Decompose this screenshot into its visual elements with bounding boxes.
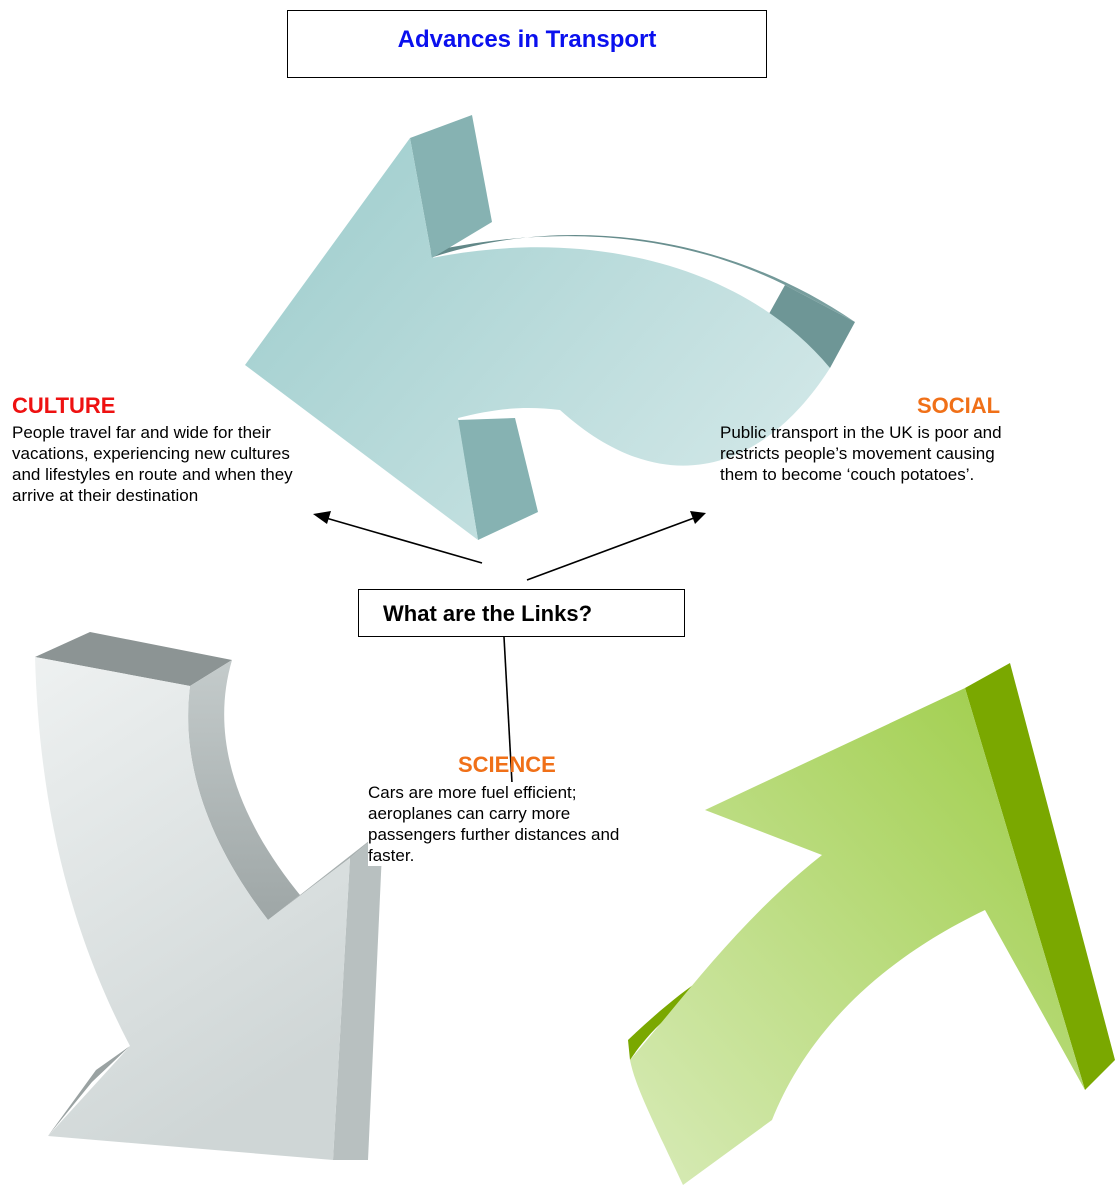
arrowhead-culture-icon bbox=[313, 511, 331, 524]
culture-text: People travel far and wide for their vac… bbox=[12, 423, 293, 505]
title-box: Advances in Transport bbox=[287, 10, 767, 78]
gray-arrow-head-side bbox=[333, 830, 383, 1160]
gray-arrow-face bbox=[35, 657, 350, 1160]
teal-arrow-tail-end bbox=[760, 285, 855, 368]
culture-heading: CULTURE bbox=[12, 393, 116, 418]
gray-curved-arrow bbox=[35, 632, 383, 1160]
teal-curved-arrow bbox=[245, 115, 855, 540]
teal-arrow-head-lower-side bbox=[458, 418, 538, 540]
green-curved-arrow bbox=[628, 663, 1115, 1185]
arrowhead-social-icon bbox=[690, 511, 706, 524]
teal-arrow-head-side bbox=[410, 115, 492, 258]
links-question-box: What are the Links? bbox=[358, 589, 685, 637]
connector-to-social bbox=[526, 517, 695, 581]
teal-arrow-face bbox=[245, 138, 830, 540]
connector-to-culture bbox=[325, 517, 483, 564]
links-question: What are the Links? bbox=[383, 601, 593, 626]
green-arrow-head-side bbox=[965, 663, 1115, 1090]
gray-arrow-inner-side bbox=[188, 660, 300, 920]
diagram-title: Advances in Transport bbox=[397, 26, 657, 53]
social-text: Public transport in the UK is poor and r… bbox=[720, 423, 1002, 484]
social-heading: SOCIAL bbox=[917, 393, 1001, 418]
science-heading: SCIENCE bbox=[458, 752, 556, 777]
green-arrow-face bbox=[630, 688, 1085, 1185]
gray-arrow-tail-top bbox=[35, 632, 232, 686]
science-text: Cars are more fuel efficient; aeroplanes… bbox=[368, 782, 653, 866]
